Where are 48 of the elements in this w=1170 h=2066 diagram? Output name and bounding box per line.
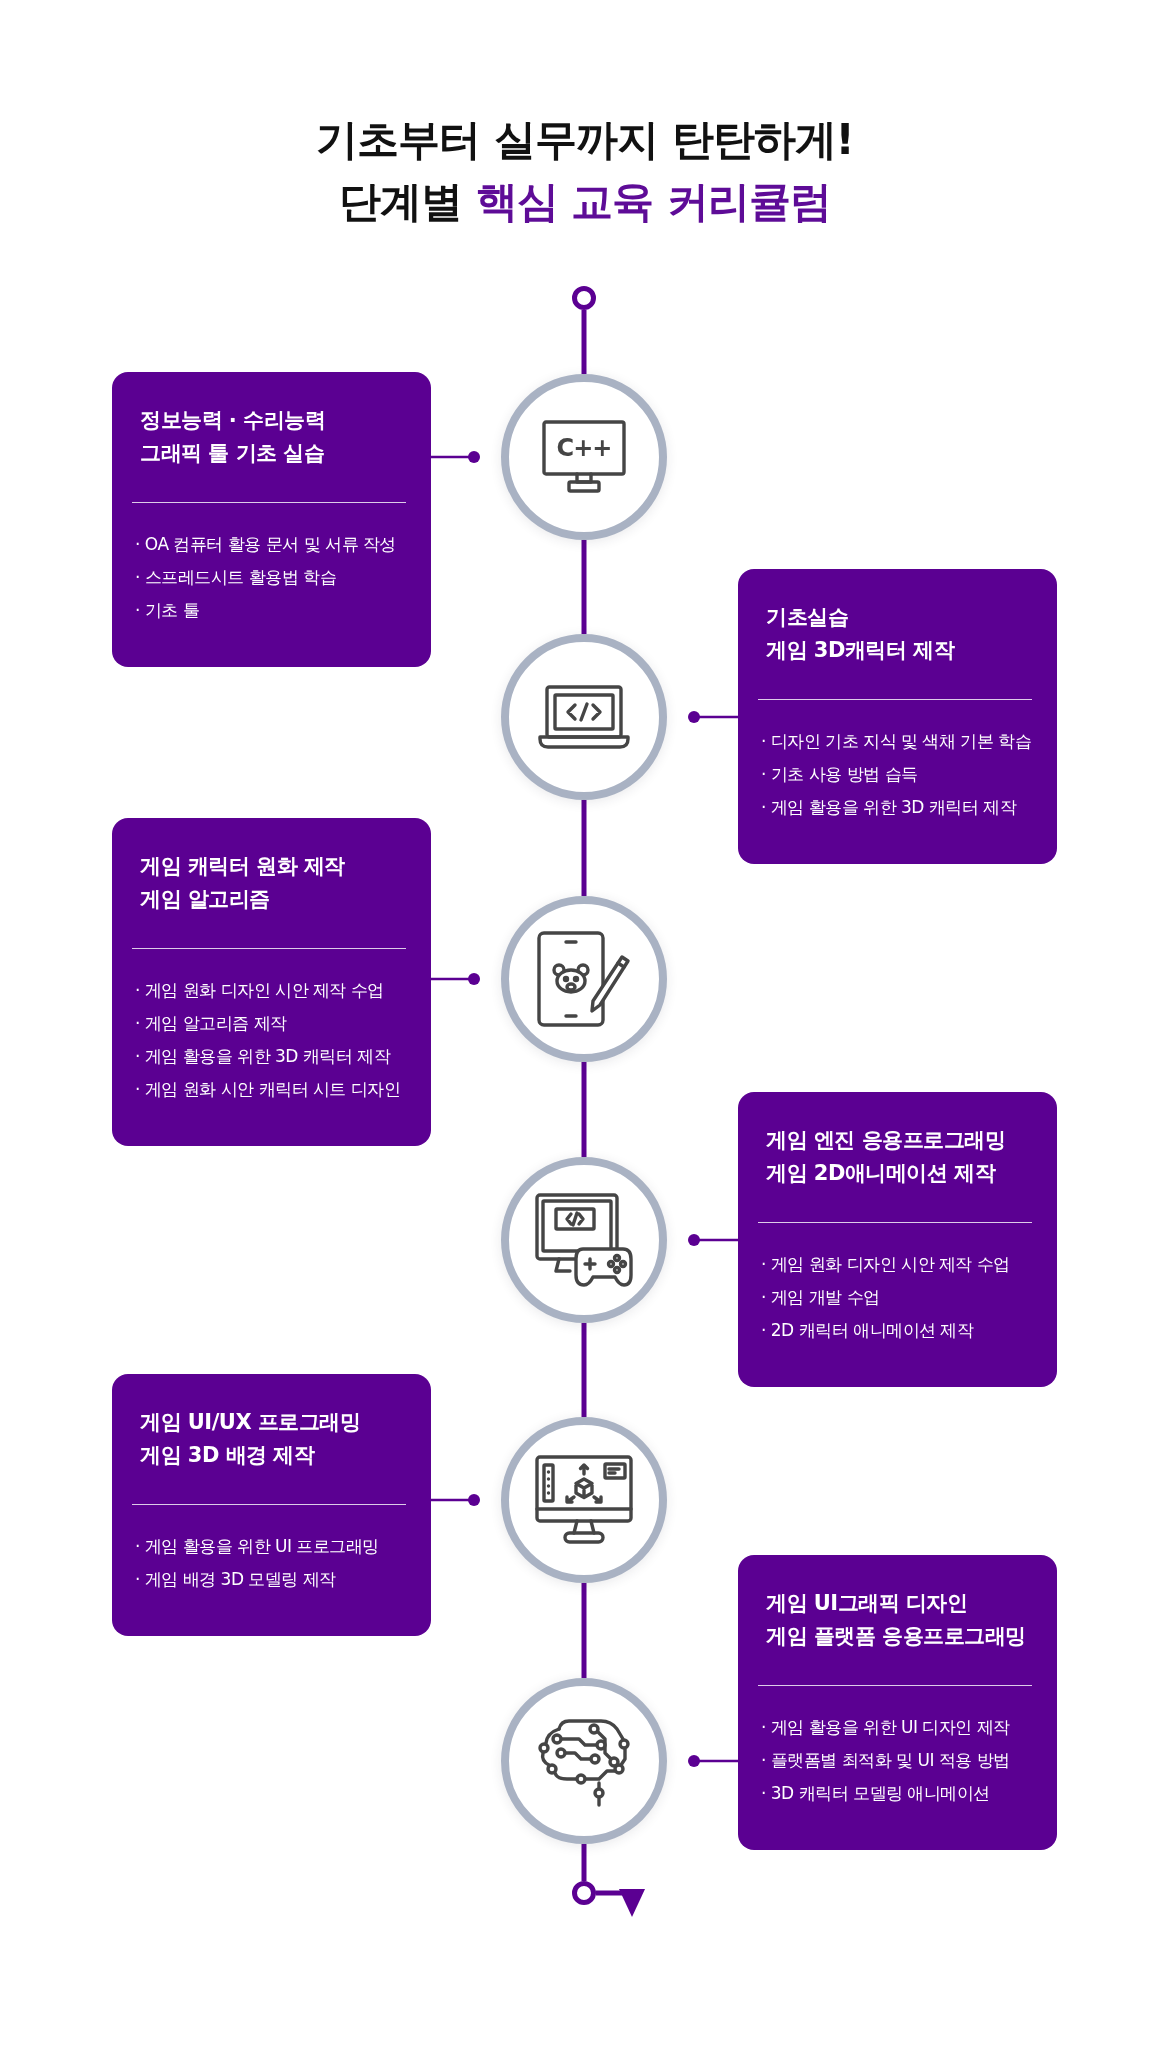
list-item: · 게임 원화 시안 캐릭터 시트 디자인 bbox=[135, 1078, 402, 1101]
list-item: · 플랫폼별 최적화 및 UI 적용 방법 bbox=[761, 1749, 1011, 1772]
connector-line bbox=[431, 1494, 480, 1506]
course-card bbox=[738, 1555, 1057, 1850]
connector-line bbox=[431, 973, 480, 985]
course-card bbox=[112, 372, 431, 667]
list-item: · 2D 캐릭터 애니메이션 제작 bbox=[761, 1319, 975, 1342]
list-item: · 기초 사용 방법 습득 bbox=[761, 763, 919, 786]
connector-line bbox=[431, 451, 480, 463]
card-heading: 게임 캐릭터 원화 제작 게임 알고리즘 bbox=[140, 853, 346, 913]
course-card bbox=[738, 569, 1057, 864]
list-item: · 스프레드시트 활용법 학습 bbox=[135, 566, 338, 589]
code-label: C++ bbox=[556, 436, 612, 460]
connector-line bbox=[688, 1234, 738, 1246]
list-item: · OA 컴퓨터 활용 문서 및 서류 작성 bbox=[135, 533, 397, 556]
title: 기초부터 실무까지 탄탄하게! 단계별 핵심 교육 커리큘럼 bbox=[315, 114, 855, 228]
arrow bbox=[596, 1889, 645, 1917]
list-item: · 3D 캐릭터 모델링 애니메이션 bbox=[761, 1782, 991, 1805]
timeline-ring bbox=[572, 1881, 596, 1905]
list-item: · 게임 배경 3D 모델링 제작 bbox=[135, 1568, 337, 1591]
list-item: · 게임 개발 수업 bbox=[761, 1286, 881, 1309]
course-card bbox=[112, 818, 431, 1146]
timeline-line bbox=[581, 1583, 587, 1678]
timeline-line bbox=[581, 310, 587, 374]
timeline-ring bbox=[572, 286, 596, 310]
course-card bbox=[112, 1374, 431, 1636]
list-item: · 게임 활용을 위한 UI 프로그래밍 bbox=[135, 1535, 380, 1558]
timeline-line bbox=[581, 800, 587, 896]
card-heading: 기초실습 게임 3D캐릭터 제작 bbox=[766, 604, 956, 664]
list-item: · 기초 툴 bbox=[135, 599, 201, 622]
list-item: · 게임 알고리즘 제작 bbox=[135, 1012, 288, 1035]
connector-line bbox=[688, 1755, 738, 1767]
list-item: · 게임 활용을 위한 3D 캐릭터 제작 bbox=[761, 796, 1018, 819]
list-item: · 게임 활용을 위한 3D 캐릭터 제작 bbox=[135, 1045, 392, 1068]
card-heading: 게임 엔진 응용프로그래밍 게임 2D애니메이션 제작 bbox=[766, 1127, 1007, 1187]
course-card bbox=[738, 1092, 1057, 1387]
list-item: · 디자인 기초 지식 및 색채 기본 학습 bbox=[761, 730, 1033, 753]
list-item: · 게임 원화 디자인 시안 제작 수업 bbox=[135, 979, 385, 1002]
card-heading: 게임 UI그래픽 디자인 게임 플랫폼 응용프로그래밍 bbox=[766, 1590, 1027, 1650]
connector-line bbox=[688, 711, 738, 723]
timeline-line bbox=[581, 1062, 587, 1157]
card-heading: 정보능력 · 수리능력 그래픽 툴 기초 실습 bbox=[140, 407, 327, 467]
timeline-line bbox=[581, 1323, 587, 1417]
timeline-line bbox=[581, 1844, 587, 1881]
list-item: · 게임 원화 디자인 시안 제작 수업 bbox=[761, 1253, 1011, 1276]
list-item: · 게임 활용을 위한 UI 디자인 제작 bbox=[761, 1716, 1011, 1739]
timeline-line bbox=[581, 540, 587, 634]
card-heading: 게임 UI/UX 프로그래밍 게임 3D 배경 제작 bbox=[140, 1409, 362, 1469]
